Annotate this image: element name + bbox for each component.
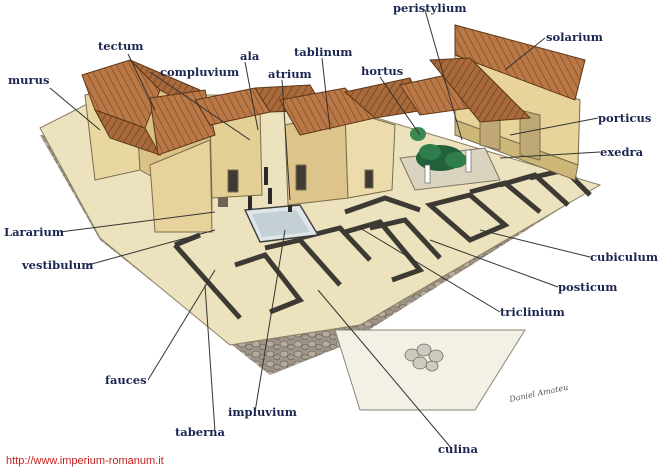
label-posticum: posticum [558,280,617,294]
culina-extension [334,329,526,411]
label-murus: murus [8,73,49,87]
leader-lines [49,9,601,450]
artist-signature: Daniel Amateu [508,383,570,404]
label-ala: ala [240,49,260,63]
labels: murus tectum compluvium ala atrium tabli… [4,1,658,467]
label-atrium: atrium [268,67,312,81]
peristyle-garden [399,127,501,191]
label-taberna: taberna [175,425,226,439]
label-tectum: tectum [98,39,143,53]
label-peristylium: peristylium [393,1,467,15]
label-vestibulum: vestibulum [21,258,93,272]
floor-walls [173,167,592,320]
label-porticus: porticus [598,111,651,125]
label-compluvium: compluvium [160,65,239,79]
label-lararium: Lararium [4,225,64,239]
label-tablinum: tablinum [294,45,352,59]
label-impluvium: impluvium [228,405,297,419]
impluvium-pool [243,204,320,243]
label-cubiculum: cubiculum [590,250,658,264]
label-fauces: fauces [105,373,147,387]
source-url: http://www.imperium-romanum.it [6,455,164,467]
label-hortus: hortus [361,64,403,78]
label-triclinium: triclinium [500,305,565,319]
label-exedra: exedra [600,145,644,159]
label-culina: culina [438,442,478,456]
label-solarium: solarium [546,30,603,44]
